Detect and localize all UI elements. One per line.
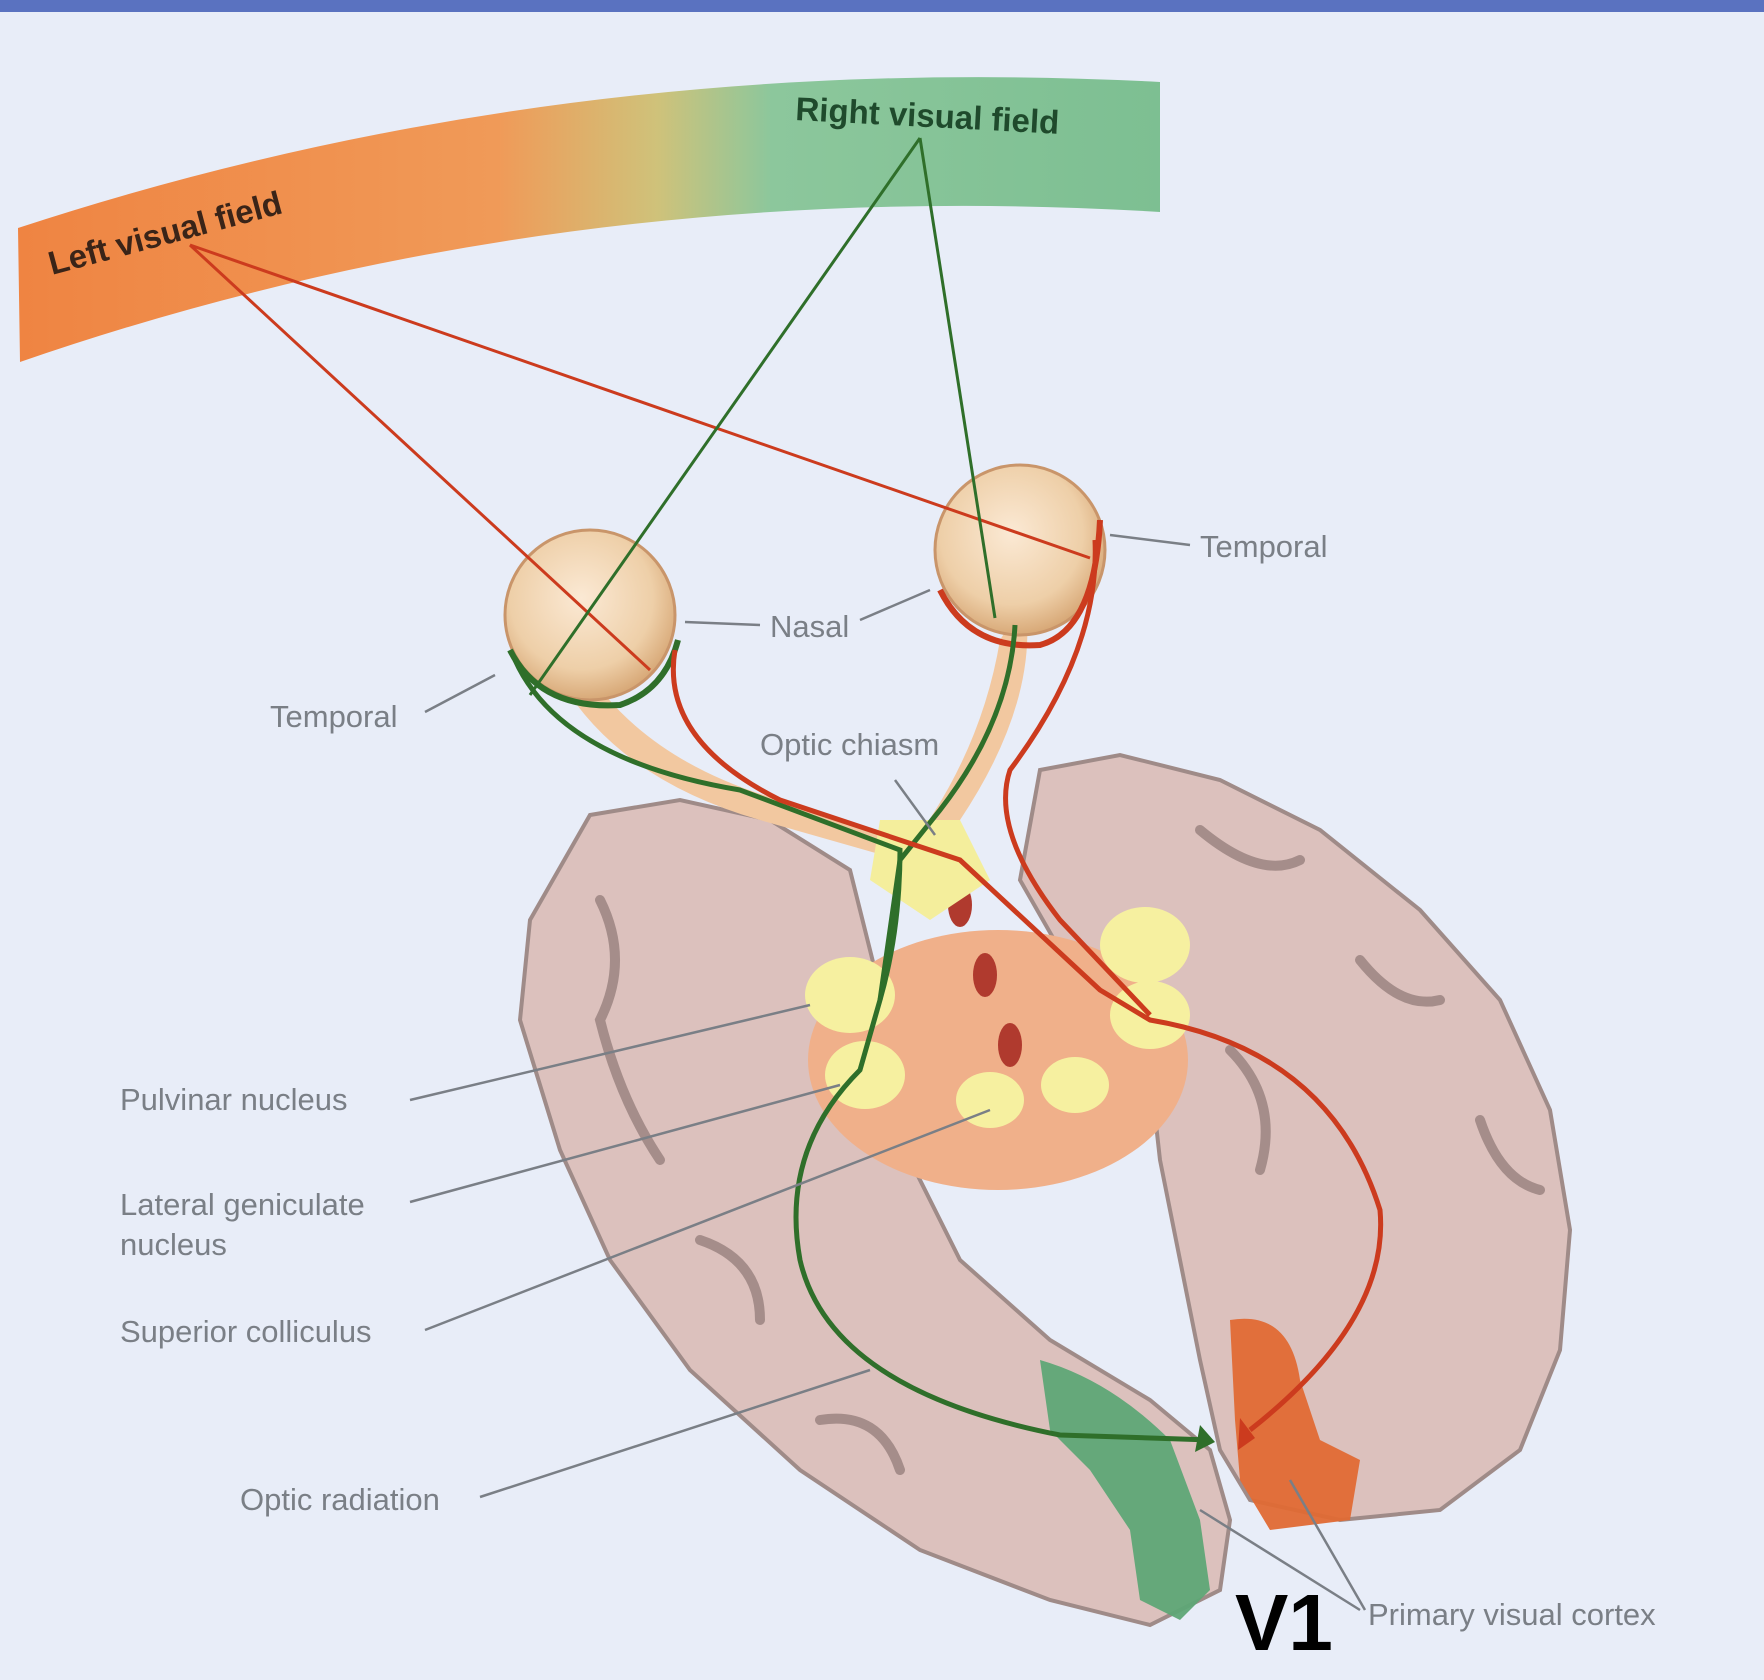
primary-visual-cortex-label: Primary visual cortex xyxy=(1368,1597,1656,1632)
third-ventricle-3 xyxy=(998,1023,1022,1067)
pulvinar-nucleus-label: Pulvinar nucleus xyxy=(120,1082,347,1117)
nasal-label: Nasal xyxy=(770,609,849,644)
temporal-left-label: Temporal xyxy=(270,699,398,734)
v1-label: V1 xyxy=(1235,1578,1333,1667)
pulvinar-right xyxy=(1100,907,1190,983)
temporal-right-label: Temporal xyxy=(1200,529,1328,564)
optic-chiasm-label: Optic chiasm xyxy=(760,727,939,762)
third-ventricle-2 xyxy=(973,953,997,997)
lgn-label-line2: nucleus xyxy=(120,1227,227,1262)
lgn-label-line1: Lateral geniculate xyxy=(120,1187,365,1222)
superior-colliculus-label: Superior colliculus xyxy=(120,1314,372,1349)
optic-radiation-label: Optic radiation xyxy=(240,1482,440,1517)
colliculus-right xyxy=(1041,1057,1109,1113)
